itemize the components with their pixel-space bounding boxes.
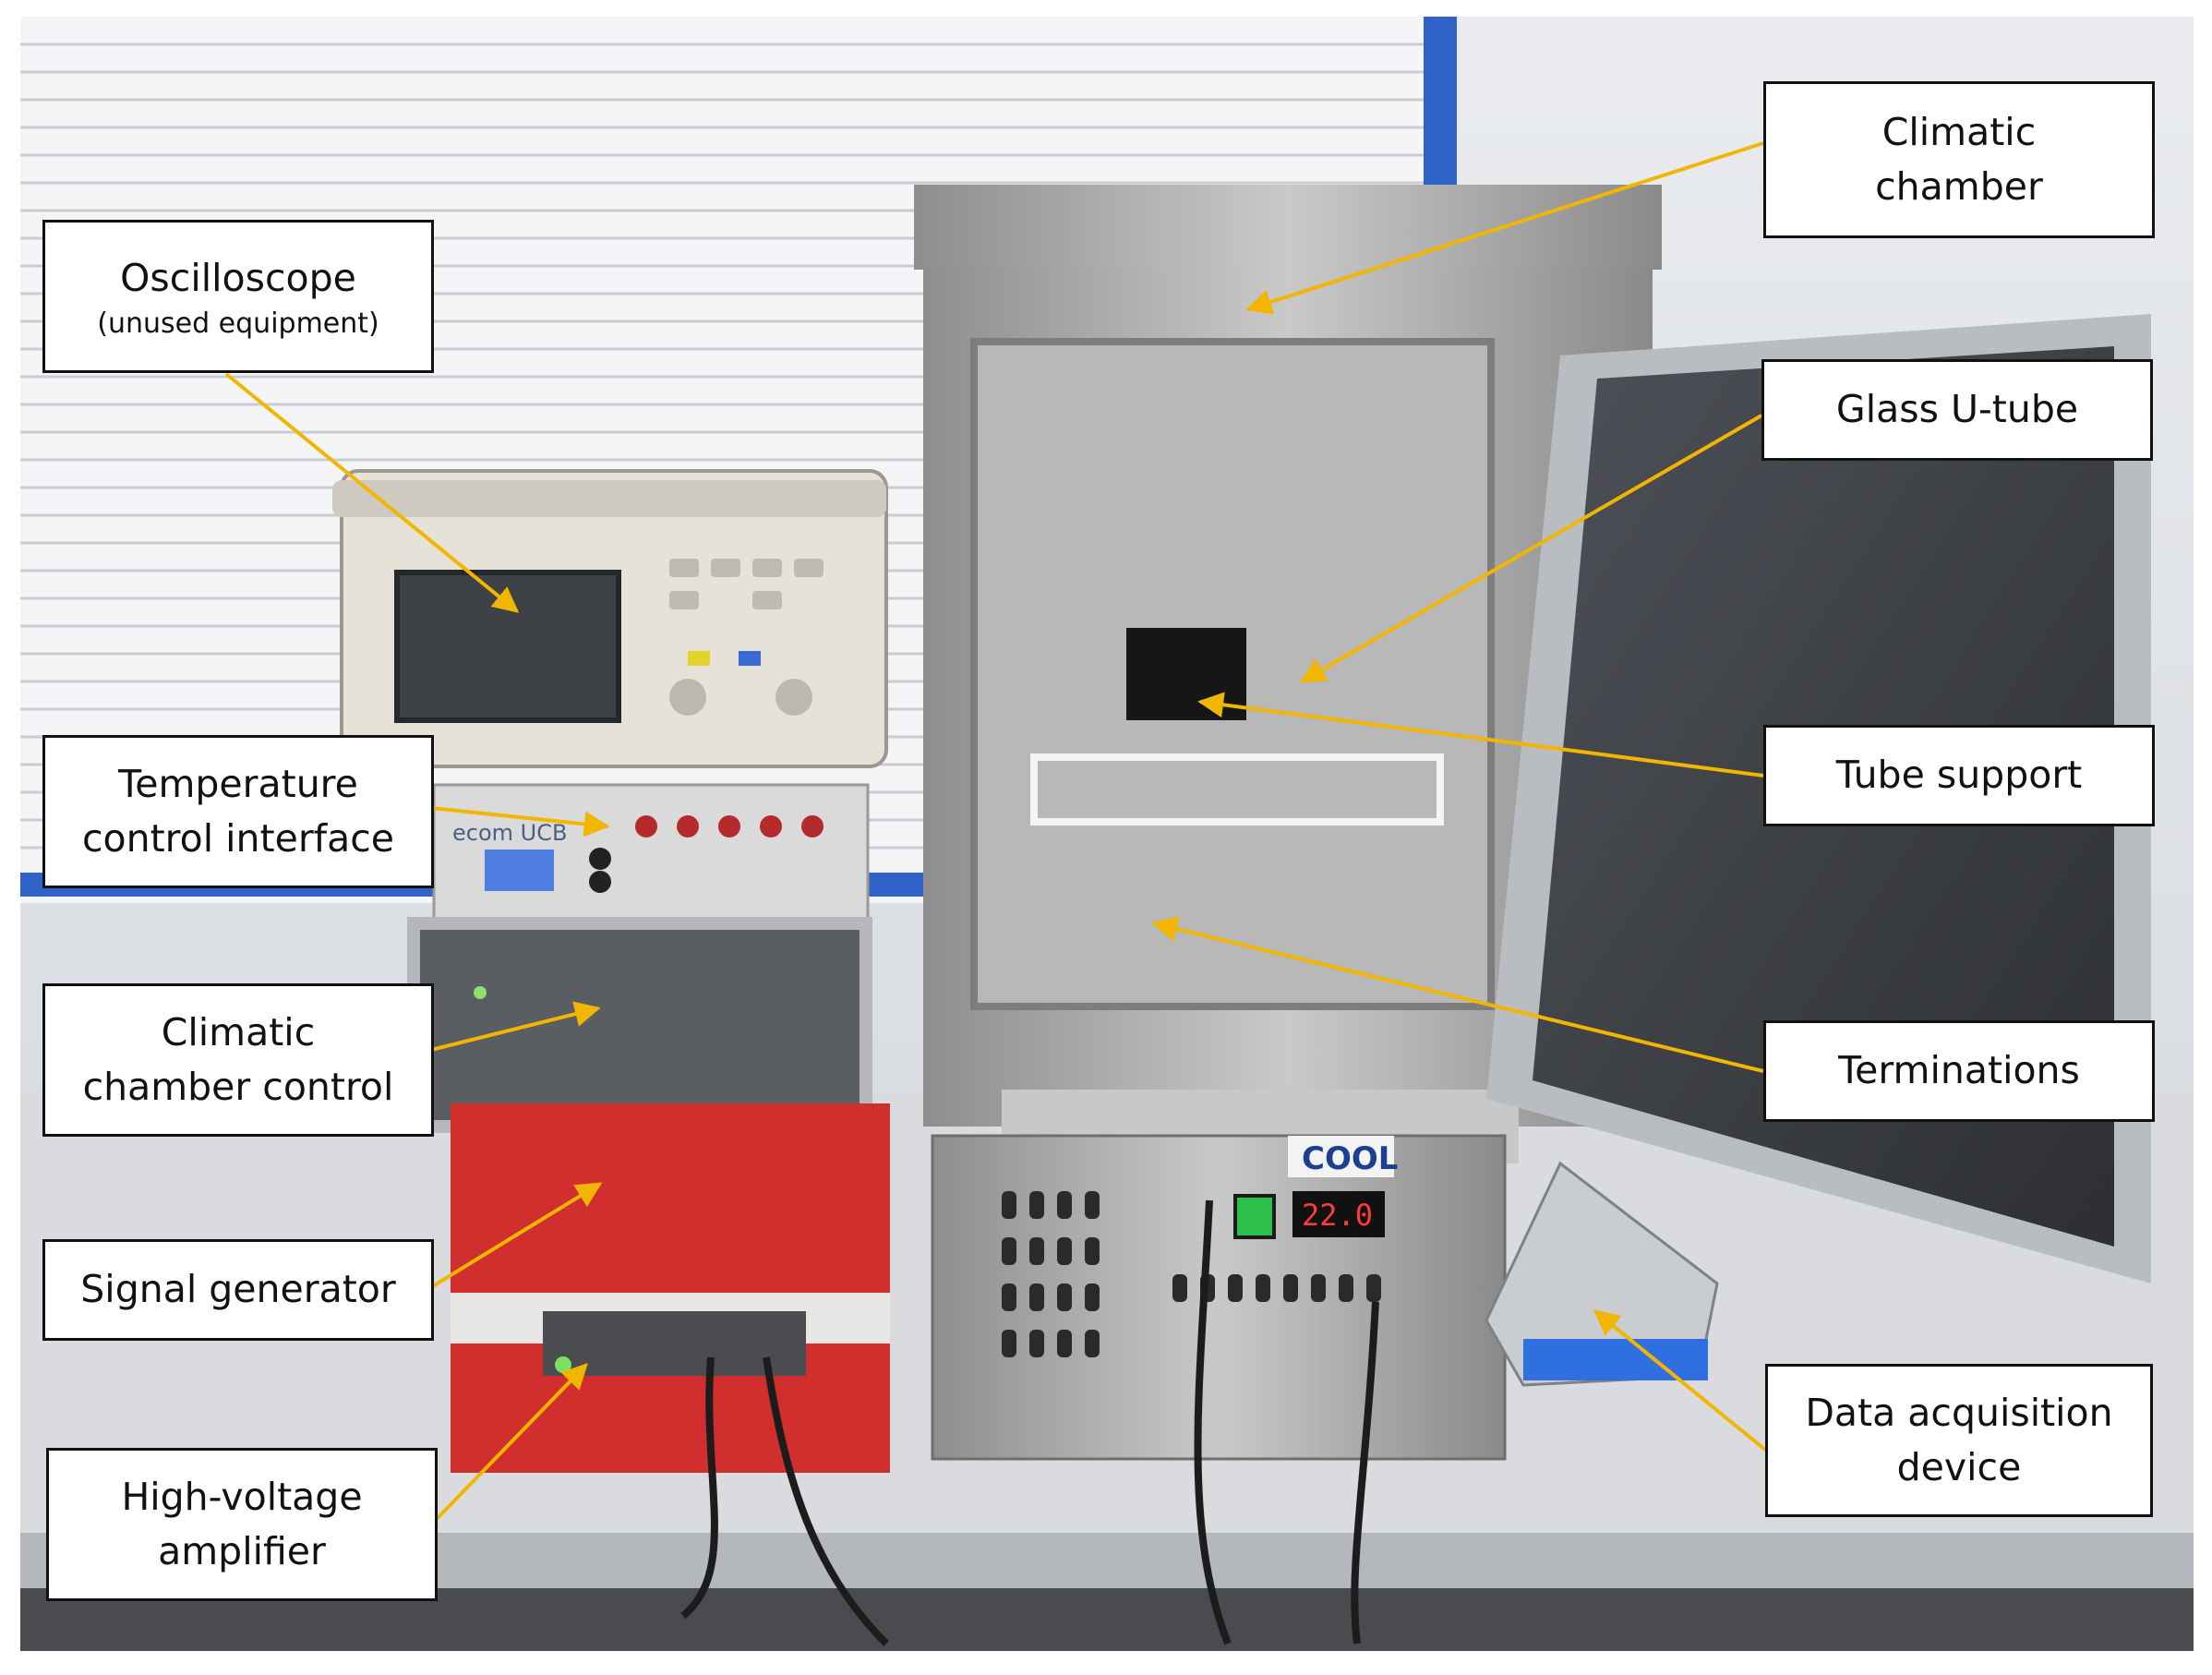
label-data-acquisition: Data acquisition device bbox=[1765, 1364, 2153, 1517]
arrow-temperature-control bbox=[403, 803, 610, 838]
label-glass-u-tube-line1: Glass U-tube bbox=[1835, 387, 2079, 432]
label-oscilloscope-title: Oscilloscope bbox=[120, 255, 356, 300]
chamber-control-box bbox=[407, 917, 872, 1133]
oscilloscope-device bbox=[332, 469, 888, 768]
label-climatic-chamber: Climatic chamber bbox=[1763, 81, 2155, 238]
label-temperature-control: Temperature control interface bbox=[42, 735, 434, 888]
label-chamber-control-line1: Climatic bbox=[161, 1009, 316, 1054]
label-signal-generator-line1: Signal generator bbox=[80, 1267, 396, 1312]
label-terminations: Terminations bbox=[1763, 1020, 2155, 1122]
arrow-signal-generator bbox=[429, 1182, 603, 1289]
temperature-interface-device: ecom UCB bbox=[432, 783, 870, 925]
thermostat-readout: 22.0 bbox=[1302, 1198, 1373, 1233]
label-temperature-control-line2: control interface bbox=[81, 816, 394, 861]
label-chamber-control: Climatic chamber control bbox=[42, 983, 434, 1137]
arrow-climatic-chamber bbox=[1245, 141, 1764, 315]
label-amplifier: High-voltage amplifier bbox=[46, 1448, 438, 1601]
high-voltage-amplifier-device bbox=[451, 1103, 890, 1473]
arrow-glass-u-tube bbox=[1299, 414, 1763, 683]
label-oscilloscope: Oscilloscope (unused equipment) bbox=[42, 220, 434, 373]
arrow-oscilloscope bbox=[224, 372, 520, 613]
annotation-arrows bbox=[224, 141, 1767, 1521]
label-glass-u-tube: Glass U-tube bbox=[1761, 359, 2153, 461]
label-tube-support: Tube support bbox=[1763, 725, 2155, 826]
daq-device bbox=[1485, 1161, 1719, 1387]
interface-brand-text: ecom UCB bbox=[452, 820, 567, 846]
arrow-chamber-control bbox=[430, 1001, 601, 1052]
arrow-tube-support bbox=[1197, 692, 1764, 777]
label-climatic-chamber-line1: Climatic bbox=[1881, 109, 2037, 154]
cables bbox=[680, 1199, 1379, 1646]
arrow-data-acquisition bbox=[1593, 1309, 1767, 1452]
label-signal-generator: Signal generator bbox=[42, 1239, 434, 1341]
arrow-terminations bbox=[1151, 916, 1764, 1073]
label-oscilloscope-note: (unused equipment) bbox=[97, 307, 379, 341]
label-tube-support-line1: Tube support bbox=[1835, 753, 2083, 798]
chamber-control-led bbox=[474, 986, 487, 999]
label-data-acquisition-line1: Data acquisition bbox=[1805, 1390, 2113, 1435]
brand-plate-text: COOL bbox=[1302, 1140, 1398, 1177]
label-climatic-chamber-line2: chamber bbox=[1875, 164, 2043, 209]
label-temperature-control-line1: Temperature bbox=[118, 761, 358, 806]
arrow-amplifier bbox=[435, 1362, 588, 1521]
label-amplifier-line2: amplifier bbox=[158, 1529, 326, 1573]
label-terminations-line1: Terminations bbox=[1838, 1048, 2080, 1093]
label-data-acquisition-line2: device bbox=[1896, 1445, 2022, 1489]
label-amplifier-line1: High-voltage bbox=[121, 1474, 363, 1519]
label-chamber-control-line2: chamber control bbox=[82, 1065, 394, 1109]
